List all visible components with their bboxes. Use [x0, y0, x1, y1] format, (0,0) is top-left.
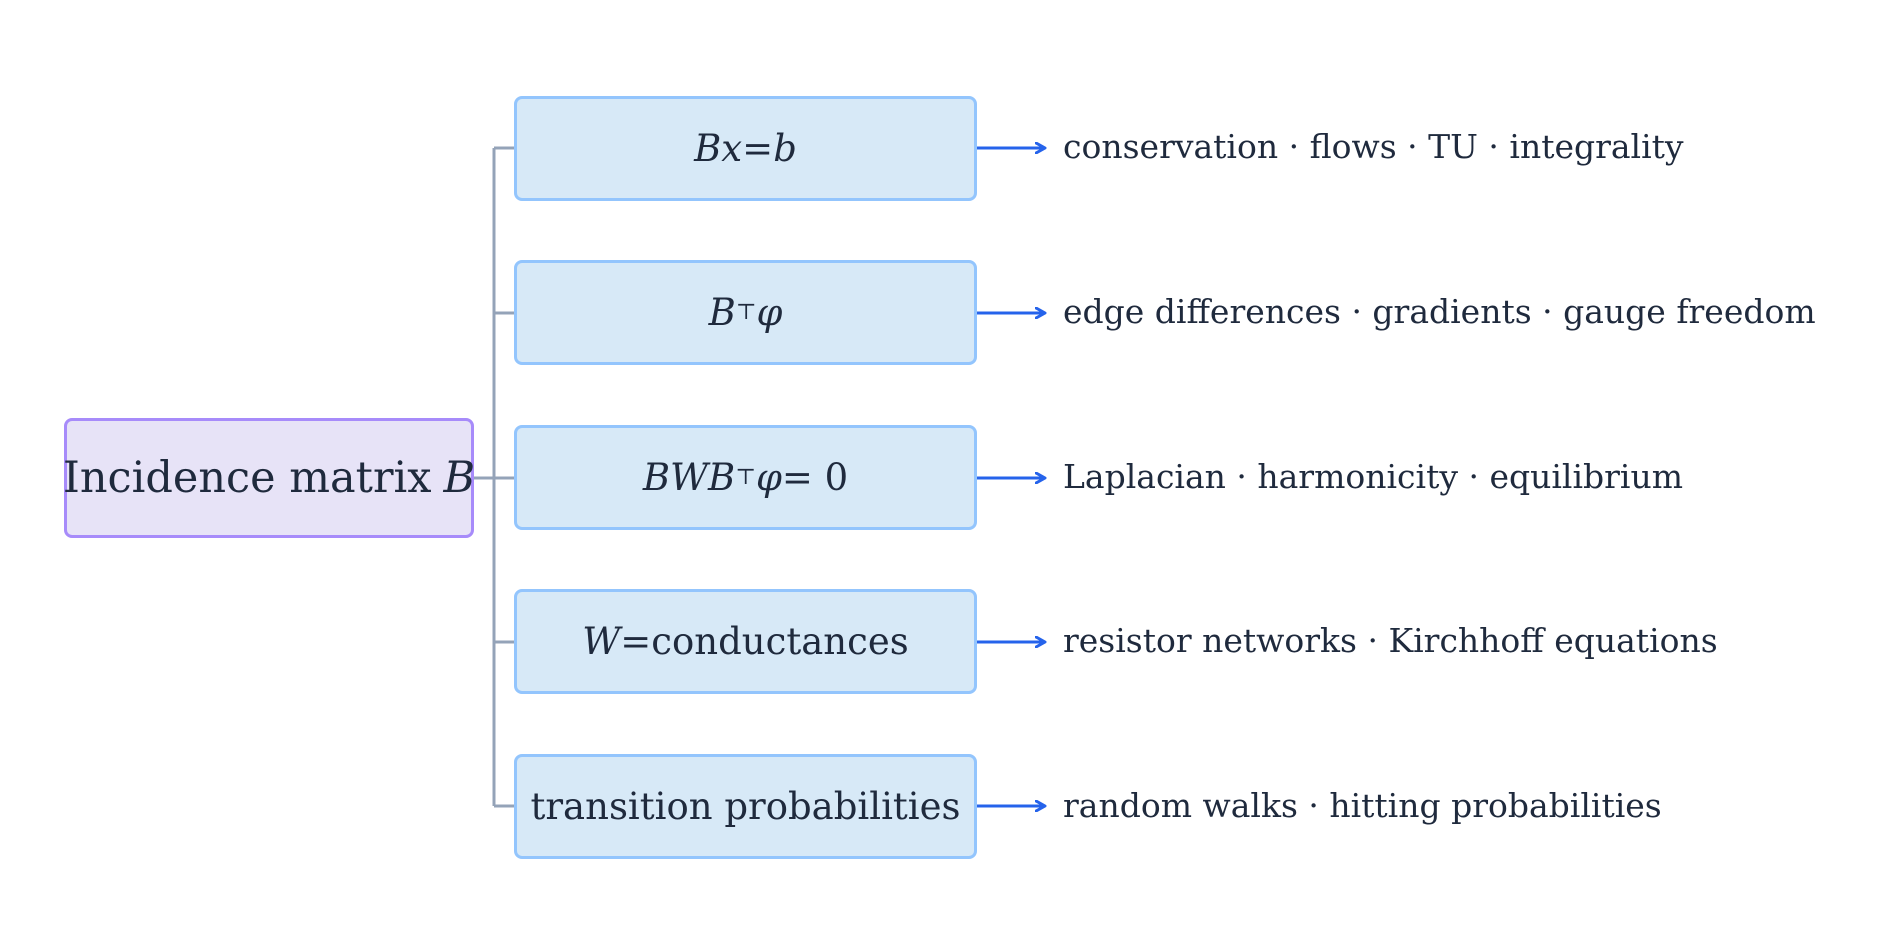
formula-part-b: b	[773, 127, 797, 170]
description-1: edge differences · gradients · gauge fre…	[1063, 292, 1816, 331]
formula-part-a: Bx	[694, 127, 743, 170]
description-3: resistor networks · Kirchhoff equations	[1063, 621, 1718, 660]
formula-equals: =	[742, 127, 774, 170]
node-transition-probabilities: transition probabilities	[514, 754, 977, 859]
description-4: random walks · hitting probabilities	[1063, 786, 1662, 825]
tree-trunk-line	[474, 148, 496, 806]
node-w-conductances: W = conductances	[514, 589, 977, 694]
root-node-incidence-matrix: Incidence matrix B	[62, 418, 476, 538]
formula-part-b: φ	[756, 291, 783, 334]
description-0: conservation · flows · TU · integrality	[1063, 127, 1684, 166]
node-laplacian-equation: BWB⊤φ = 0	[514, 425, 977, 530]
formula-part-a: BWB	[642, 456, 736, 499]
formula-part-a: W	[582, 620, 621, 663]
formula-part-b: φ	[755, 456, 782, 499]
root-symbol: B	[443, 453, 476, 503]
node-b-transpose-phi: B⊤φ	[514, 260, 977, 365]
root-label: Incidence matrix	[62, 453, 432, 503]
formula-equals: =	[620, 620, 652, 663]
formula-part-b: conductances	[651, 620, 909, 663]
description-2: Laplacian · harmonicity · equilibrium	[1063, 457, 1684, 496]
formula-part-b: transition probabilities	[530, 785, 961, 828]
node-bx-equals-b: Bx = b	[514, 96, 977, 201]
formula-part-a: B	[708, 291, 736, 334]
formula-equals: = 0	[781, 456, 849, 499]
